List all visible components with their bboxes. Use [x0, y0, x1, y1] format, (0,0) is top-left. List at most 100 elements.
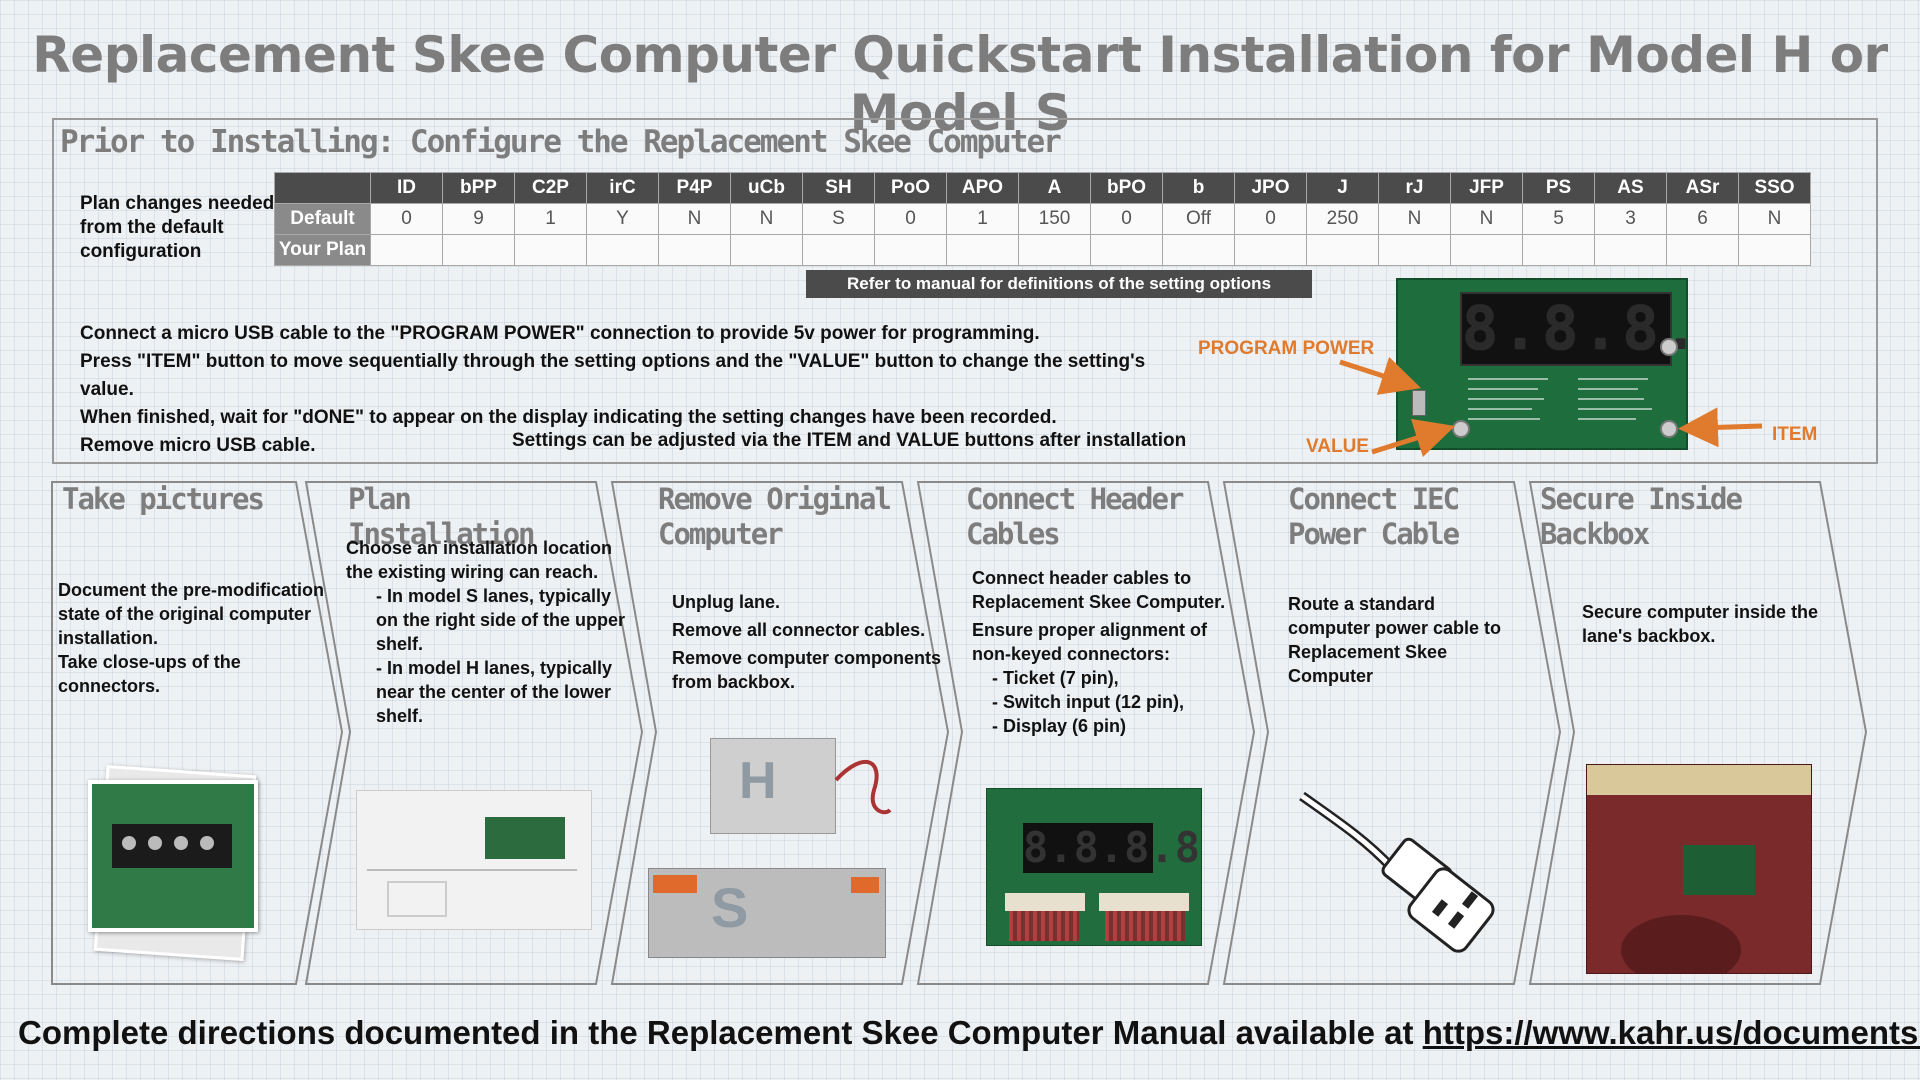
orange-sticker — [653, 875, 697, 893]
column-header: rJ — [1378, 172, 1451, 204]
default-cell: 3 — [1594, 203, 1667, 235]
page-title: Replacement Skee Computer Quickstart Ins… — [32, 26, 1888, 142]
step-subline: - In model S lanes, typically on the rig… — [376, 586, 625, 654]
default-cell: N — [1378, 203, 1451, 235]
prior-section-frame — [52, 118, 1878, 464]
orange-sticker — [851, 877, 879, 893]
plan-cell[interactable] — [658, 234, 731, 266]
default-cell: 6 — [1666, 203, 1739, 235]
plan-cell[interactable] — [370, 234, 443, 266]
header-connector — [1005, 893, 1085, 911]
plan-cell[interactable] — [1162, 234, 1235, 266]
step-line: Choose an installation location the exis… — [346, 538, 613, 582]
shelf-line — [367, 869, 577, 871]
footer-text: Complete directions documented in the Re… — [18, 1014, 1423, 1051]
value-label: VALUE — [1306, 436, 1369, 457]
step-line: Unplug lane. — [672, 592, 780, 612]
column-header: A — [1018, 172, 1091, 204]
step-body-take-pictures: Document the pre-modification state of t… — [58, 578, 326, 698]
plan-cell[interactable] — [1522, 234, 1595, 266]
column-header: bPP — [442, 172, 515, 204]
cable-wire — [834, 759, 892, 815]
row-header-your-plan: Your Plan — [274, 234, 371, 266]
plan-cell[interactable] — [1378, 234, 1451, 266]
plan-cell[interactable] — [730, 234, 803, 266]
default-cell: 0 — [370, 203, 443, 235]
silkscreen-line — [1578, 398, 1644, 400]
default-cell: S — [802, 203, 875, 235]
plan-cell[interactable] — [1090, 234, 1163, 266]
default-row: Default 0 9 1 Y N N S 0 1 150 0 Off 0 25… — [274, 203, 1811, 235]
default-cell: 250 — [1306, 203, 1379, 235]
instruction-line: When finished, wait for "dONE" to appear… — [80, 407, 1057, 428]
default-cell: 1 — [514, 203, 587, 235]
plan-cell[interactable] — [442, 234, 515, 266]
terminal-screw — [200, 836, 214, 850]
step-subline: - Display (6 pin) — [992, 716, 1127, 736]
terminal-screw — [122, 836, 136, 850]
backbox-photo — [1586, 764, 1812, 974]
cabinet-part — [387, 881, 447, 917]
plan-cell[interactable] — [1738, 234, 1811, 266]
plan-cell[interactable] — [802, 234, 875, 266]
ribbon-wires — [1105, 911, 1185, 941]
program-power-label: PROGRAM POWER — [1198, 338, 1375, 359]
manual-link[interactable]: https://www.kahr.us/documents.html — [1422, 1014, 1920, 1051]
plan-cell[interactable] — [1018, 234, 1091, 266]
default-cell: 0 — [1234, 203, 1307, 235]
step-line: Secure computer inside the lane's backbo… — [1582, 602, 1819, 646]
step-subline: - In model H lanes, typically near the c… — [376, 658, 613, 726]
step-body-connect-iec: Route a standard computer power cable to… — [1288, 592, 1512, 688]
item-button — [1660, 420, 1678, 438]
column-header: b — [1162, 172, 1235, 204]
plan-cell[interactable] — [946, 234, 1019, 266]
column-header: PS — [1522, 172, 1595, 204]
plan-changes-text: Plan changes needed from the default con… — [80, 193, 275, 262]
plan-cell[interactable] — [1450, 234, 1523, 266]
arrow-value — [1371, 418, 1456, 458]
model-h-label: H — [739, 752, 777, 810]
column-header: PoO — [874, 172, 947, 204]
prior-section-heading: Prior to Installing: Configure the Repla… — [60, 124, 1062, 160]
table-corner — [274, 172, 371, 204]
iec-power-cable-icon — [1299, 791, 1495, 953]
plan-cell[interactable] — [586, 234, 659, 266]
silkscreen-line — [1578, 408, 1652, 410]
arrow-program-power — [1339, 356, 1422, 395]
header-connector — [1099, 893, 1189, 911]
column-header: bPO — [1090, 172, 1163, 204]
instruction-line: Connect a micro USB cable to the "PROGRA… — [80, 323, 1040, 344]
step-line: Take close-ups of the connectors. — [58, 652, 241, 696]
settings-header-row: ID bPP C2P irC P4P uCb SH PoO APO A bPO … — [274, 172, 1811, 204]
plan-cell[interactable] — [1666, 234, 1739, 266]
column-header: ASr — [1666, 172, 1739, 204]
silkscreen-line — [1468, 378, 1548, 380]
column-header: SH — [802, 172, 875, 204]
plan-cell[interactable] — [1306, 234, 1379, 266]
silkscreen-line — [1578, 418, 1636, 420]
default-cell: 5 — [1522, 203, 1595, 235]
default-cell: N — [1450, 203, 1523, 235]
plan-cell[interactable] — [874, 234, 947, 266]
column-header: AS — [1594, 172, 1667, 204]
instruction-line: Press "ITEM" button to move sequentially… — [80, 351, 1146, 400]
wiring-location-photo — [356, 790, 592, 930]
ribbon-wires — [1009, 911, 1079, 941]
row-header-default: Default — [274, 203, 371, 235]
steps-chevrons — [51, 481, 1868, 985]
terminal-screw — [148, 836, 162, 850]
chevron-frame — [1222, 481, 1562, 985]
step-line: Connect header cables to Replacement Ske… — [972, 568, 1226, 612]
step-title-connect-iec: Connect IEC Power Cable — [1288, 482, 1460, 551]
column-header: P4P — [658, 172, 731, 204]
your-plan-row: Your Plan — [274, 234, 1811, 266]
column-header: SSO — [1738, 172, 1811, 204]
silkscreen-line — [1468, 408, 1532, 410]
plan-cell[interactable] — [1234, 234, 1307, 266]
backbox-light — [1587, 765, 1811, 795]
step-title-secure-backbox: Secure Inside Backbox — [1540, 482, 1743, 551]
plan-cell[interactable] — [1594, 234, 1667, 266]
item-label: ITEM — [1772, 424, 1818, 445]
settings-table: ID bPP C2P irC P4P uCb SH PoO APO A bPO … — [274, 172, 1811, 266]
model-s-computer-photo: S — [648, 868, 886, 958]
